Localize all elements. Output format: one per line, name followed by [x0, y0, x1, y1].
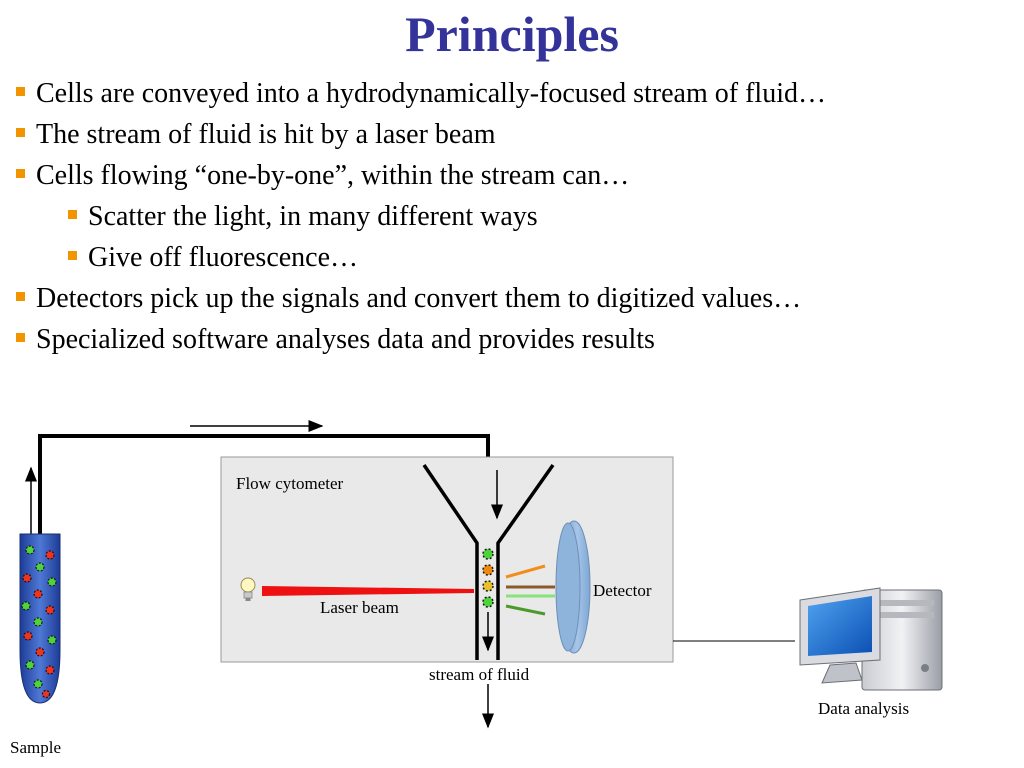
sub-bullet-item: Scatter the light, in many different way… — [14, 196, 1024, 237]
sample-tube — [19, 533, 61, 704]
bullet-list: Cells are conveyed into a hydrodynamical… — [14, 73, 1024, 360]
flow-cytometer-label: Flow cytometer — [236, 474, 344, 493]
bullet-item: The stream of fluid is hit by a laser be… — [14, 114, 1024, 155]
bullet-square-icon — [16, 333, 25, 342]
bullet-item: Detectors pick up the signals and conver… — [14, 278, 1024, 319]
nozzle-left-wall — [422, 464, 479, 660]
bullet-item: Specialized software analyses data and p… — [14, 319, 1024, 360]
emitted-signals — [505, 564, 555, 616]
bullet-square-icon — [16, 87, 25, 96]
bullet-item: Cells are conveyed into a hydrodynamical… — [14, 73, 1024, 114]
bullet-square-icon — [16, 128, 25, 137]
bullet-square-icon — [68, 251, 77, 260]
sample-label: Sample — [10, 738, 61, 757]
bullet-item: Cells flowing “one-by-one”, within the s… — [14, 155, 1024, 196]
flow-cytometer-box — [220, 456, 674, 663]
computer-icon — [799, 587, 943, 691]
laser-beam — [262, 586, 474, 596]
slide-title: Principles — [405, 6, 619, 62]
bullet-square-icon — [68, 210, 77, 219]
detector-label: Detector — [593, 581, 652, 600]
cells-in-stream — [482, 548, 494, 608]
nozzle-right-wall — [496, 463, 555, 660]
stream-label: stream of fluid — [429, 665, 530, 684]
laser-beam-label: Laser beam — [320, 598, 399, 617]
sub-bullet-item: Give off fluorescence… — [14, 237, 1024, 278]
data-analysis-label: Data analysis — [818, 699, 909, 718]
bullet-square-icon — [16, 292, 25, 301]
bullet-square-icon — [16, 169, 25, 178]
detector-lens — [555, 520, 591, 654]
light-bulb-icon — [240, 577, 256, 601]
